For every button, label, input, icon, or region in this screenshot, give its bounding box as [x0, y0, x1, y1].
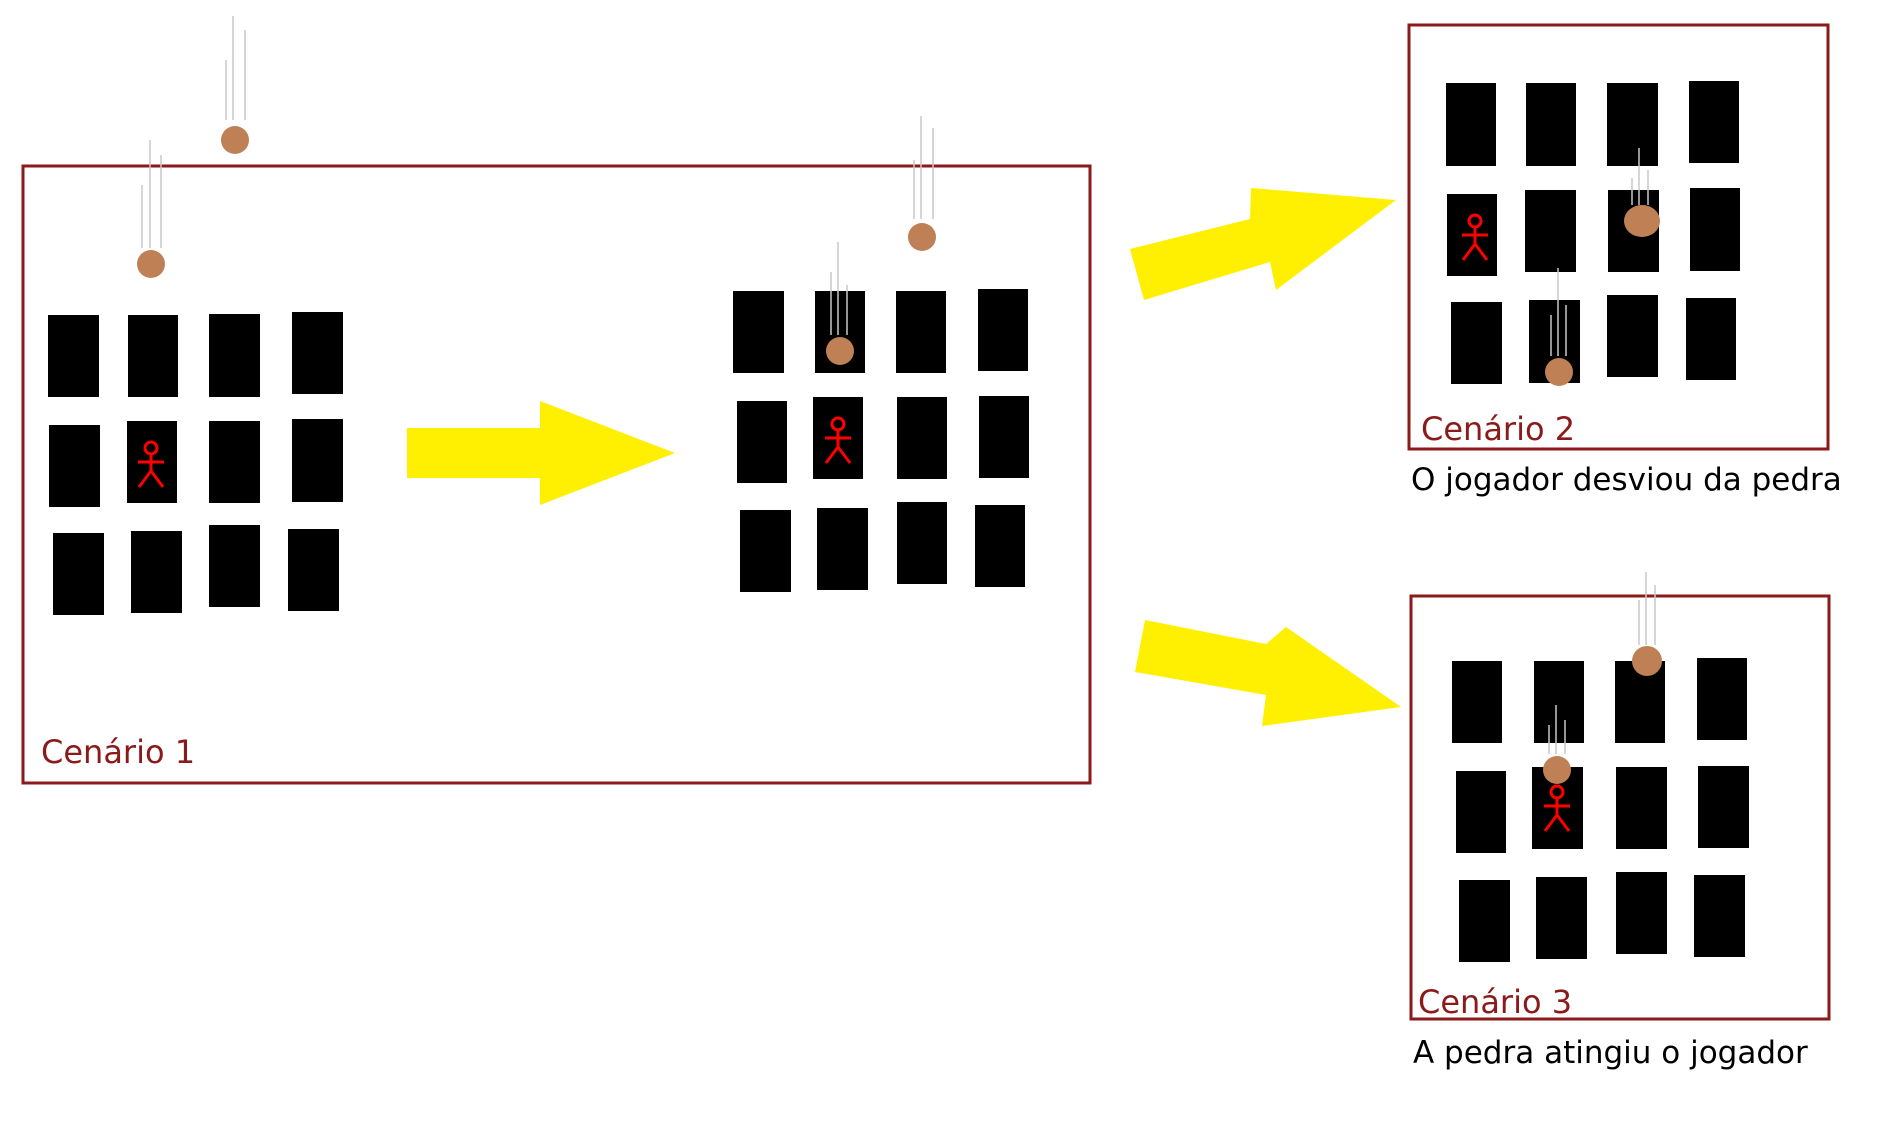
window-tile — [48, 315, 99, 397]
right-arrow-icon — [1130, 188, 1396, 300]
window-tile — [292, 419, 343, 502]
scenario-1-frame — [21, 164, 1092, 785]
scenario-3-frame — [1409, 594, 1831, 1021]
window-tile — [897, 502, 947, 584]
window-tile — [288, 529, 339, 611]
window-tile — [1536, 877, 1587, 959]
window-tile — [1616, 872, 1667, 954]
window-tile — [1607, 295, 1658, 377]
building-grid-1a — [48, 312, 343, 615]
stick-figure-icon — [1461, 213, 1489, 261]
falling-rock-icon — [1624, 148, 1660, 237]
window-tile — [1534, 661, 1584, 743]
window-tile — [1526, 83, 1576, 166]
window-tile — [1690, 188, 1740, 271]
window-tile — [1451, 302, 1502, 384]
window-tile — [131, 531, 182, 613]
window-tile — [1689, 81, 1739, 163]
scenario-3-label: Cenário 3 — [1418, 983, 1572, 1021]
window-tile — [53, 533, 104, 615]
window-tile — [292, 312, 343, 394]
window-tile — [1697, 658, 1747, 740]
scenario-1-label: Cenário 1 — [41, 733, 195, 771]
window-tile — [209, 525, 260, 607]
window-tile — [733, 291, 784, 373]
scenario-2-caption: O jogador desviou da pedra — [1411, 462, 1842, 498]
window-tile — [1446, 83, 1496, 166]
window-tile — [979, 396, 1029, 478]
stick-figure-icon — [137, 440, 165, 488]
right-arrow-icon — [1135, 620, 1401, 726]
window-tile — [817, 508, 868, 590]
window-tile — [737, 401, 787, 483]
window-tile — [1615, 661, 1665, 743]
window-tile — [1698, 766, 1749, 848]
falling-rock-icon — [1543, 705, 1571, 784]
window-tile — [209, 421, 260, 503]
window-tile — [978, 289, 1028, 371]
window-tile — [1607, 83, 1658, 166]
window-tile — [1452, 661, 1502, 743]
falling-rock-icon — [908, 116, 936, 251]
window-tile — [1525, 190, 1576, 272]
stick-figure-icon — [824, 416, 852, 464]
building-grid-2 — [1446, 81, 1740, 384]
right-arrow-icon — [407, 401, 675, 505]
scenario-2-label: Cenário 2 — [1421, 410, 1575, 448]
window-tile — [1616, 767, 1667, 849]
window-tile — [1694, 875, 1745, 957]
window-tile — [975, 505, 1025, 587]
window-tile — [49, 425, 100, 507]
window-tile — [128, 315, 178, 397]
stick-figure-icon — [1543, 784, 1571, 832]
falling-rock-icon — [826, 242, 854, 365]
building-grid-3 — [1452, 658, 1749, 962]
scenario-3-caption: A pedra atingiu o jogador — [1413, 1035, 1808, 1071]
window-tile — [740, 510, 791, 592]
falling-rock-icon — [1545, 268, 1573, 386]
window-tile — [896, 291, 946, 373]
scenario-2-frame — [1407, 23, 1830, 451]
falling-rock-icon — [221, 16, 249, 154]
window-tile — [897, 397, 947, 479]
window-tile — [209, 314, 260, 397]
window-tile — [1456, 771, 1506, 853]
window-tile — [1686, 298, 1736, 380]
falling-rock-icon — [1632, 572, 1662, 676]
falling-rock-icon — [137, 140, 165, 278]
window-tile — [1459, 880, 1510, 962]
building-grid-1b — [733, 289, 1029, 592]
